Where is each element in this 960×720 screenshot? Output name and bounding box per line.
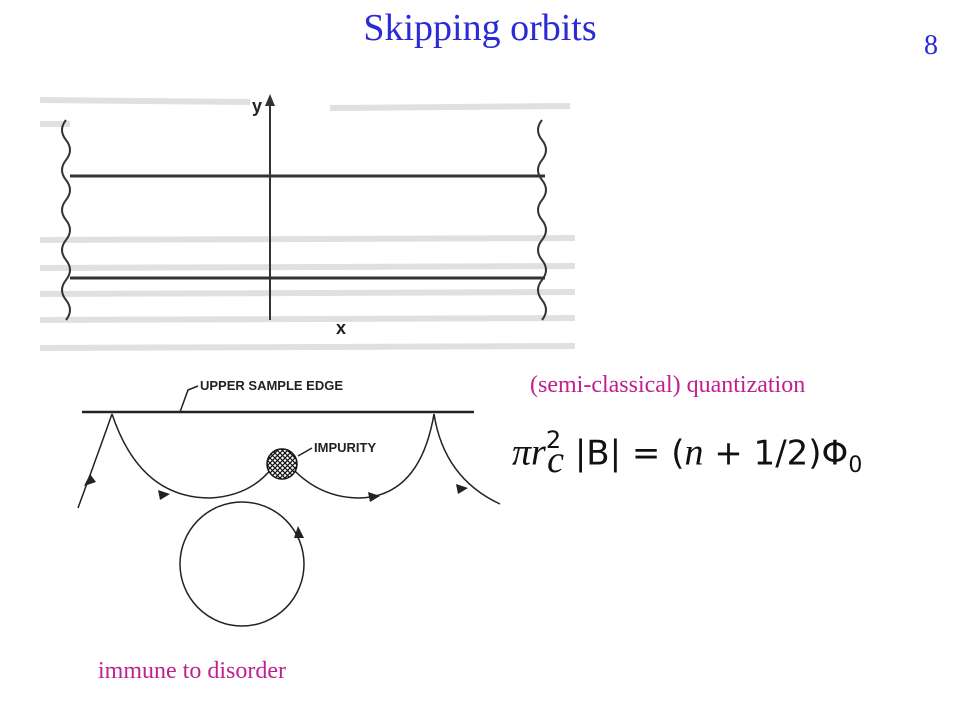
formula-phi-sub: 0 <box>848 453 863 479</box>
edge-label-leader <box>179 385 199 413</box>
strip-figure: y x <box>39 94 576 351</box>
orbit-arrow-2 <box>158 490 170 500</box>
x-axis-label: x <box>336 318 346 338</box>
strip-left-wavy-end <box>61 119 71 321</box>
strip-right-wavy-end <box>537 119 547 321</box>
impurity-circular-orbit <box>179 501 305 627</box>
formula-phi: Φ <box>821 433 849 474</box>
orbit-arrow-5 <box>294 526 304 538</box>
impurity-label: IMPURITY <box>314 440 376 455</box>
formula-plus-half: + 1/2) <box>714 433 822 474</box>
edge-label: UPPER SAMPLE EDGE <box>200 378 343 393</box>
skipping-orbit-figure: UPPER SAMPLE EDGE IMPURITY <box>77 378 501 627</box>
orbit-arc-1 <box>111 413 273 499</box>
page-number: 8 <box>924 30 938 61</box>
impurity-icon <box>266 448 298 480</box>
quantization-label: (semi-classical) quantization <box>530 372 806 398</box>
quantization-formula: πr2c |B| = (n + 1/2)Φ0 <box>512 426 863 482</box>
faded-background-text <box>39 97 576 351</box>
formula-abs-b: |B| <box>574 433 622 474</box>
slide-title: Skipping orbits <box>363 7 597 49</box>
formula-pi: π <box>512 431 532 474</box>
formula-r: r <box>531 431 546 474</box>
formula-r-sup: 2 <box>545 426 562 454</box>
orbit-arc-2 <box>291 413 435 499</box>
orbit-arc-right-outgoing <box>433 413 501 505</box>
formula-n: n <box>684 431 704 474</box>
orbit-arrow-1 <box>84 474 96 486</box>
y-axis-arrow <box>265 94 275 106</box>
formula-rhs-open: ( <box>671 433 685 474</box>
formula-equals: = <box>631 433 661 474</box>
caption-immune: immune to disorder <box>98 658 286 684</box>
y-axis-label: y <box>252 96 262 116</box>
orbit-arrow-3 <box>368 492 380 502</box>
impurity-label-leader <box>297 447 313 457</box>
orbit-arc-left-incoming <box>77 413 113 509</box>
formula-r-sub: c <box>547 439 564 482</box>
orbit-arrow-4 <box>456 484 468 494</box>
